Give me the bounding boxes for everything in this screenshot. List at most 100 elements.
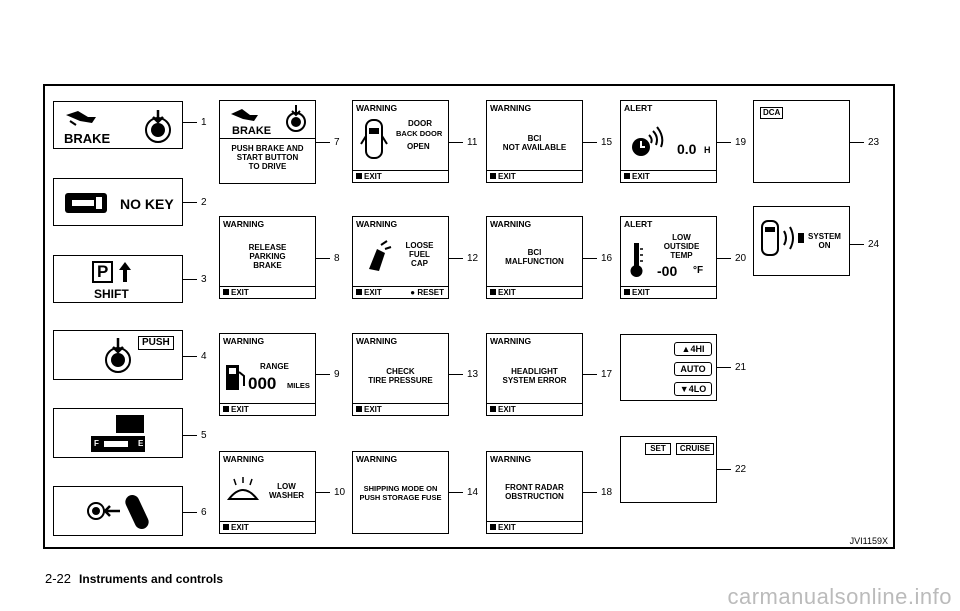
clock-waves-icon — [632, 126, 664, 156]
exit-icon — [490, 173, 496, 179]
callout-10: 10 — [334, 487, 346, 498]
panel-system-on: SYSTEM ON — [753, 206, 850, 276]
panel-push-brake: BRAKE PUSH BRAKE AND START BUTTON TO DRI… — [219, 100, 316, 184]
cruise-indicator: CRUISE — [676, 443, 714, 455]
message: LOW WASHER — [268, 482, 305, 500]
panel-4wd-mode: ▲4HI AUTO ▼4LO — [620, 334, 717, 401]
panel-check-tire-pressure: WARNING CHECK TIRE PRESSURE EXIT — [352, 333, 449, 416]
warning-header: WARNING — [356, 454, 398, 464]
callout-17: 17 — [601, 369, 613, 380]
exit-icon — [356, 289, 362, 295]
message: BCI NOT AVAILABLE — [502, 134, 567, 152]
exit-label: EXIT — [231, 288, 249, 297]
panel-bci-malfunction: WARNING BCI MALFUNCTION EXIT — [486, 216, 583, 299]
key-to-button-icon — [87, 495, 149, 529]
exit-icon — [490, 289, 496, 295]
panel-range: WARNING RANGE 000 MILES EXIT — [219, 333, 316, 416]
alert-header: ALERT — [624, 219, 653, 229]
callout-1: 1 — [201, 117, 207, 128]
exit-label: EXIT — [364, 288, 382, 297]
exit-bar: EXIT — [621, 286, 716, 298]
back-door-label: BACK DOOR — [396, 129, 443, 138]
panel-release-parking-brake: WARNING RELEASE PARKING BRAKE EXIT — [219, 216, 316, 299]
message: PUSH BRAKE AND START BUTTON TO DRIVE — [231, 144, 304, 171]
panel-bci-not-available: WARNING BCI NOT AVAILABLE EXIT — [486, 100, 583, 183]
panel-low-outside-temp: ALERT LOW OUTSIDE TEMP -00 °F EXIT — [620, 216, 717, 299]
exit-bar: EXIT — [353, 170, 448, 182]
exit-bar: EXIT ● RESET — [353, 286, 448, 298]
callout-2: 2 — [201, 197, 207, 208]
warning-header: WARNING — [223, 336, 265, 346]
page-number: 2-22 — [45, 571, 72, 586]
timer-unit: H — [704, 145, 711, 155]
shift-label: SHIFT — [94, 287, 129, 301]
warning-header: WARNING — [356, 103, 398, 113]
start-button-press-icon — [105, 338, 131, 373]
figure-code: JVI1159X — [849, 536, 888, 546]
panel-key-battery: F E — [53, 408, 183, 458]
exit-bar: EXIT — [487, 403, 582, 415]
key-battery-icon — [91, 415, 145, 452]
message: RELEASE PARKING BRAKE — [248, 243, 287, 270]
open-label: OPEN — [407, 142, 430, 151]
callout-15: 15 — [601, 137, 613, 148]
page-footer: 2-22 Instruments and controls — [45, 571, 223, 586]
timer-value: 0.0 — [677, 141, 697, 157]
reset-label: ● RESET — [410, 288, 444, 297]
exit-icon — [223, 524, 229, 530]
warning-header: WARNING — [223, 454, 265, 464]
brake-label: BRAKE — [64, 131, 111, 146]
callout-4: 4 — [201, 351, 207, 362]
section-title: Instruments and controls — [79, 572, 224, 586]
brake-label: BRAKE — [232, 125, 272, 137]
brake-pedal-icon — [286, 105, 306, 132]
callout-24: 24 — [868, 239, 880, 250]
exit-bar: EXIT — [220, 521, 315, 533]
panel-loose-fuel-cap: WARNING LOOSE FUEL CAP EXIT ● RESET — [352, 216, 449, 299]
panel-low-washer: WARNING LOW WASHER EXIT — [219, 451, 316, 534]
callout-5: 5 — [201, 430, 207, 441]
exit-bar: EXIT — [621, 170, 716, 182]
fuel-cap-icon — [369, 240, 392, 271]
panel-alert-timer: ALERT 0.0 H EXIT — [620, 100, 717, 183]
exit-bar: EXIT — [220, 286, 315, 298]
fuel-e-label: E — [138, 439, 144, 448]
exit-icon — [624, 173, 630, 179]
message: LOOSE FUEL CAP — [405, 241, 434, 268]
exit-label: EXIT — [632, 172, 650, 181]
callout-7: 7 — [334, 137, 340, 148]
callout-3: 3 — [201, 274, 207, 285]
message: LOW OUTSIDE TEMP — [663, 233, 700, 260]
thermometer-icon — [630, 243, 643, 277]
park-p-label: P — [92, 261, 114, 283]
callout-6: 6 — [201, 507, 207, 518]
callout-11: 11 — [467, 137, 478, 148]
callout-8: 8 — [334, 253, 340, 264]
range-unit: MILES — [287, 381, 310, 390]
temp-value: -00 — [657, 263, 678, 279]
exit-icon — [490, 406, 496, 412]
illustration-frame — [43, 84, 895, 549]
callout-13: 13 — [467, 369, 479, 380]
no-key-label: NO KEY — [120, 196, 174, 212]
warning-header: WARNING — [356, 219, 398, 229]
exit-bar: EXIT — [220, 403, 315, 415]
car-radar-icon — [761, 220, 804, 256]
range-value: 000 — [248, 374, 277, 393]
panel-dca: DCA — [753, 100, 850, 183]
panel-push: PUSH — [53, 330, 183, 380]
callout-20: 20 — [735, 253, 747, 264]
exit-bar: EXIT — [487, 170, 582, 182]
exit-label: EXIT — [632, 288, 650, 297]
callout-21: 21 — [735, 362, 747, 373]
fuel-pump-icon — [226, 365, 245, 390]
mode-4lo: ▼4LO — [674, 382, 712, 396]
panel-shift: P SHIFT — [53, 255, 183, 303]
panel-headlight-error: WARNING HEADLIGHT SYSTEM ERROR EXIT — [486, 333, 583, 416]
exit-icon — [490, 524, 496, 530]
exit-label: EXIT — [498, 172, 516, 181]
brake-pedal-icon — [145, 110, 171, 143]
warning-header: WARNING — [490, 336, 532, 346]
set-indicator: SET — [645, 443, 671, 455]
message: BCI MALFUNCTION — [505, 248, 564, 266]
